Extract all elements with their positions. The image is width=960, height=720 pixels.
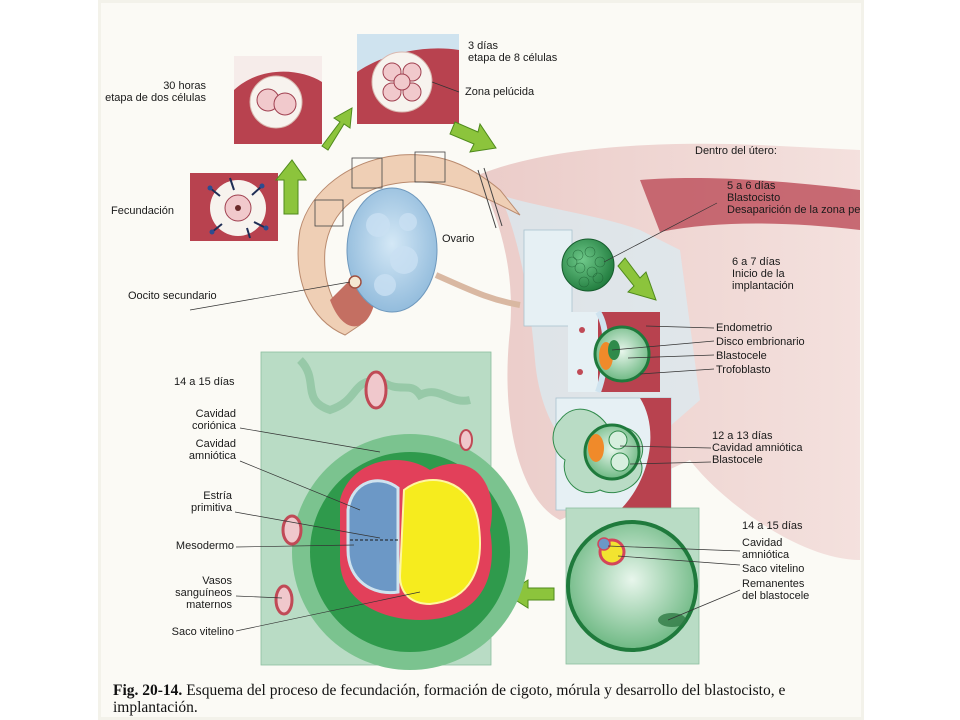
label-oocito: Oocito secundario [128,290,217,302]
label-saco-vitelino-2: Saco vitelino [742,563,805,575]
label-cavidad-amniotica: Cavidad amniótica [188,438,236,462]
arrow-down-right [617,257,657,301]
label-30-hours: 30 horas etapa de dos células [105,80,206,104]
label-14-15-days-small: 14 a 15 días [742,520,803,532]
label-mesodermo: Mesodermo [175,540,234,552]
implantation-6d [568,310,660,394]
secondary-oocyte [348,275,362,289]
fertilization-inset [190,173,278,241]
label-remanentes: Remanentes del blastocele [742,578,810,602]
two-cell-inset [234,56,322,144]
label-endometrio: Endometrio [716,322,773,334]
label-blastocele: Blastocele [716,350,767,362]
arrow-right-down [449,121,497,153]
maternal-vessel [274,584,294,616]
label-dentro-utero: Dentro del útero: [695,145,777,157]
label-estria-primitiva: Estría primitiva [191,490,232,514]
blastocyst-5d [523,229,615,327]
endometrium-band [640,178,860,232]
label-3-days: 3 días etapa de 8 células [468,40,558,64]
figure-caption: Fig. 20-14. Esquema del proceso de fecun… [113,682,843,716]
label-zona-pelucida: Zona pelúcida [465,86,535,98]
label-disco-embrionario: Disco embrionario [716,336,805,348]
label-vasos-sanguineos: Vasos sanguíneos maternos [175,575,232,611]
embryo-14d-large [260,351,528,670]
label-trofoblasto: Trofoblasto [716,364,771,376]
arrow-up-2 [321,107,353,151]
leader-lines [189,81,741,632]
maternal-vessel [459,429,473,451]
eight-cell-inset [357,34,459,124]
label-saco-vitelino: Saco vitelino [171,626,234,638]
label-5-6-days: 5 a 6 días Blastocisto Desaparición de l… [727,180,861,216]
arrow-up-1 [274,159,307,215]
label-cavidad-amniotica-2: Cavidad amniótica [742,537,790,561]
label-14-15-days-large: 14 a 15 días [174,376,235,388]
label-cavidad-corionica: Cavidad coriónica [191,408,236,432]
uterine-tube [297,154,521,336]
implantation-14d-small [565,507,700,665]
label-fecundacion: Fecundación [111,205,174,217]
implantation-12d [552,397,672,511]
maternal-vessel [281,514,303,546]
label-12-13-days: 12 a 13 días Cavidad amniótica Blastocel… [712,430,803,466]
caption-text: Esquema del proceso de fecundación, form… [113,682,786,716]
maternal-vessel [364,370,388,410]
label-6-7-days: 6 a 7 días Inicio de la implantación [732,256,794,292]
figure-number: Fig. 20-14. [113,682,183,699]
label-ovario: Ovario [442,233,475,245]
